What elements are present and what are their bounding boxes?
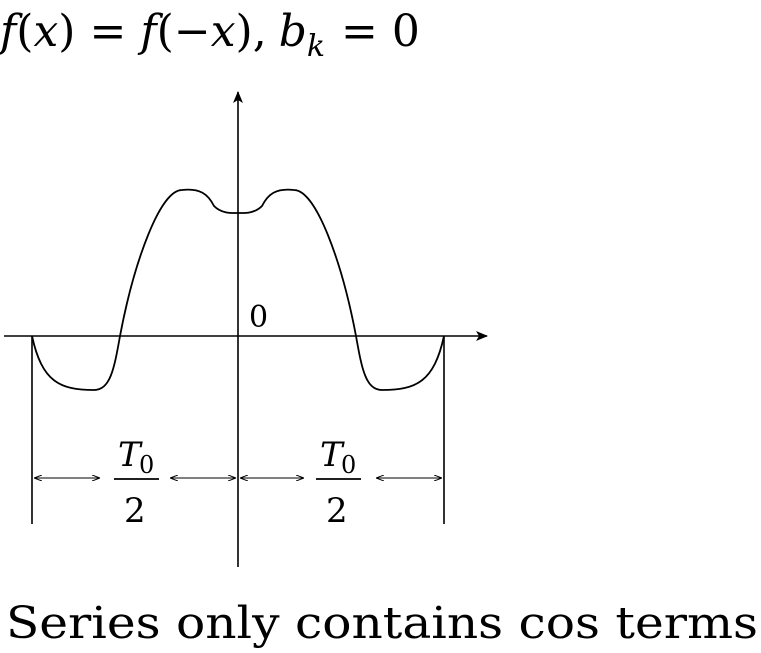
formula-comma: ,	[253, 6, 267, 57]
formula-zero: 0	[392, 6, 420, 57]
formula-x2: x	[211, 6, 236, 57]
caption-text: Series only contains cos terms	[6, 598, 758, 649]
right-fraction-denominator: 2	[326, 491, 348, 531]
right-half-interval: T 0 2	[240, 435, 442, 531]
right-fraction-numerator-T: T	[320, 435, 345, 475]
waveform-curve	[31, 188, 445, 391]
formula-equals1: =	[89, 6, 126, 57]
left-fraction-denominator: 2	[124, 491, 146, 531]
formula-k-subscript: k	[307, 29, 325, 64]
left-fraction-numerator-T: T	[118, 435, 143, 475]
formula-equals2: =	[341, 6, 378, 57]
formula-rparen1: )	[58, 6, 75, 57]
formula-x1: x	[33, 6, 58, 57]
formula-b: b	[279, 6, 307, 57]
origin-label: 0	[249, 300, 268, 335]
formula-minus: −	[174, 6, 211, 57]
svg-text:f(x)=f(−x),bk=0: f(x)=f(−x),bk=0	[0, 6, 420, 64]
left-fraction-numerator-sub: 0	[139, 451, 154, 479]
formula-lparen2: (	[157, 6, 174, 57]
formula-rparen2: )	[236, 6, 253, 57]
formula-header: f(x)=f(−x),bk=0	[0, 6, 420, 64]
formula-lparen1: (	[16, 6, 33, 57]
right-fraction-numerator-sub: 0	[341, 451, 356, 479]
left-half-interval: T 0 2	[34, 435, 236, 531]
